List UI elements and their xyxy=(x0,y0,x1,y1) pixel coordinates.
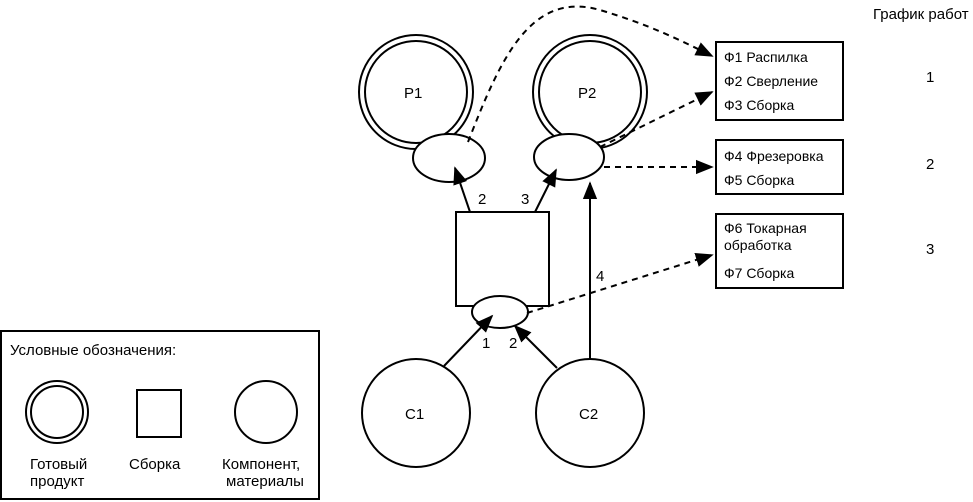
p1-label: Р1 xyxy=(404,85,422,102)
p2-input-ellipse xyxy=(533,133,605,181)
p2-label: Р2 xyxy=(578,85,596,102)
job3-line2: обработка xyxy=(724,237,792,253)
job1-line2: Ф2 Сверление xyxy=(724,73,818,89)
legend-component-line1: Компонент, xyxy=(222,456,300,473)
assembly-square-node xyxy=(455,211,550,307)
schedule-title: График работ xyxy=(873,6,969,23)
edge-label-3: 3 xyxy=(521,191,529,208)
legend-box: Условные обозначения: Готовый продукт Сб… xyxy=(0,330,320,500)
arrow-square-to-p2 xyxy=(534,168,557,213)
job1-line1: Ф1 Распилка xyxy=(724,49,808,65)
edge-label-1-lower: 1 xyxy=(482,335,490,352)
edge-label-2: 2 xyxy=(478,191,486,208)
assembly-input-ellipse xyxy=(471,295,529,329)
legend-title: Условные обозначения: xyxy=(10,342,176,359)
edge-label-4: 4 xyxy=(596,268,604,285)
job1-line3: Ф3 Сборка xyxy=(724,97,794,113)
legend-component-symbol xyxy=(234,380,298,444)
job3-line1: Ф6 Токарная xyxy=(724,220,807,236)
job2-line1: Ф4 Фрезеровка xyxy=(724,148,824,164)
job3-number: 3 xyxy=(926,241,934,258)
c1-label: С1 xyxy=(405,406,424,423)
edge-label-2-lower: 2 xyxy=(509,335,517,352)
p1-input-ellipse xyxy=(412,133,486,183)
component-c1-node: С1 xyxy=(361,358,471,468)
job3-line3: Ф7 Сборка xyxy=(724,265,794,281)
arrow-c2-to-square xyxy=(513,324,558,369)
legend-finished-product-line1: Готовый xyxy=(30,456,87,473)
c2-label: С2 xyxy=(579,406,598,423)
job2-number: 2 xyxy=(926,156,934,173)
legend-finished-product-line2: продукт xyxy=(30,473,84,490)
job2-line2: Ф5 Сборка xyxy=(724,172,794,188)
job1-number: 1 xyxy=(926,69,934,86)
legend-assembly-label: Сборка xyxy=(129,456,181,473)
job-box-3: Ф6 Токарная обработка Ф7 Сборка xyxy=(715,213,844,289)
dashed-arrow-square-to-job3 xyxy=(526,252,714,314)
dashed-arrow-p2-to-job1 xyxy=(599,91,714,148)
product-p1-node: Р1 xyxy=(358,34,474,150)
job-box-1: Ф1 Распилка Ф2 Сверление Ф3 Сборка xyxy=(715,41,844,121)
arrow-square-to-p1 xyxy=(453,166,471,213)
legend-finished-product-symbol xyxy=(25,380,89,444)
legend-component-line2: материалы xyxy=(226,473,304,490)
component-c2-node: С2 xyxy=(535,358,645,468)
dashed-arrow-p1-to-job1 xyxy=(467,5,714,143)
arrow-c1-to-square xyxy=(443,314,494,367)
job-box-2: Ф4 Фрезеровка Ф5 Сборка xyxy=(715,139,844,195)
legend-assembly-symbol xyxy=(136,389,182,438)
